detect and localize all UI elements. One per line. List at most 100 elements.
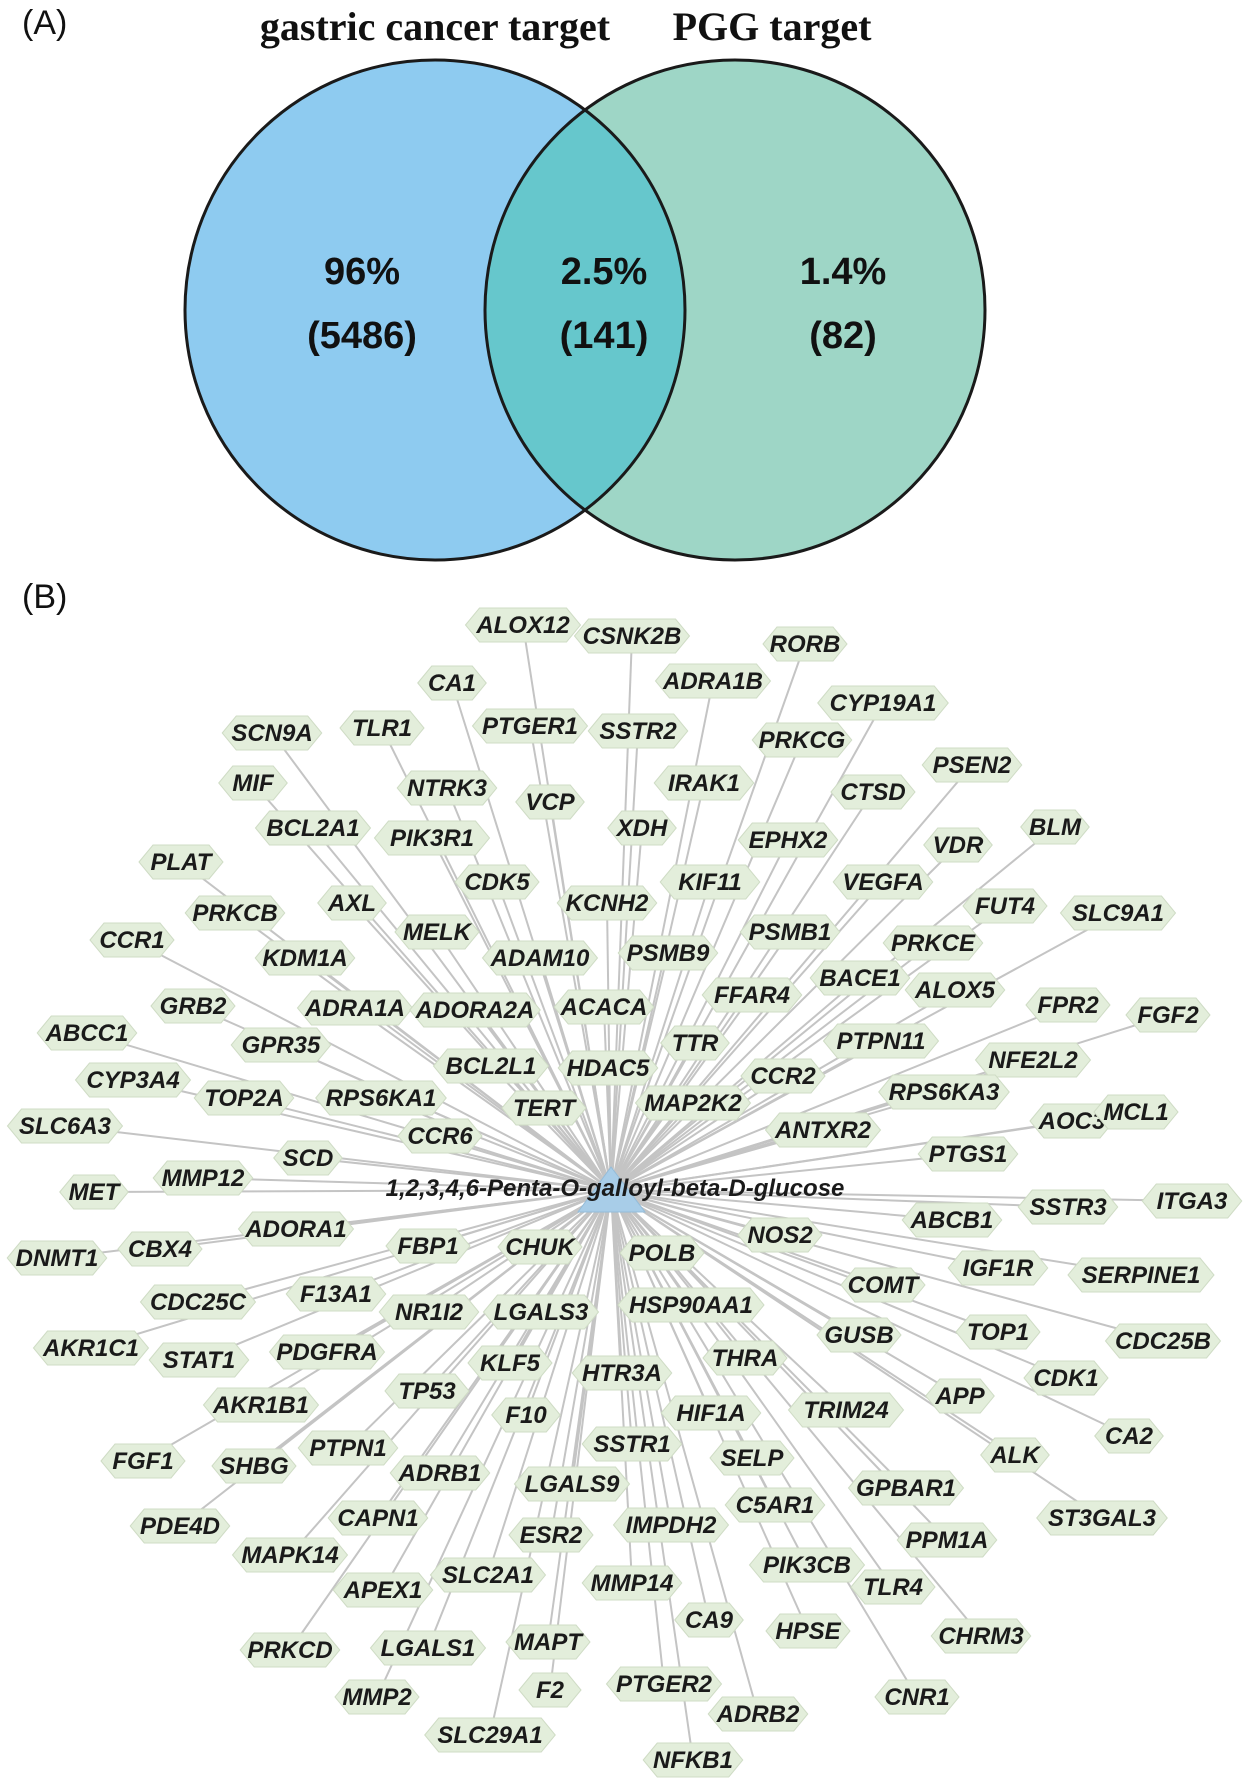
node-label-psen2: PSEN2 xyxy=(933,752,1012,779)
node-label-shbg: SHBG xyxy=(219,1453,288,1480)
node-polb xyxy=(619,1235,705,1271)
node-label-pik3cb: PIK3CB xyxy=(763,1552,851,1579)
node-label-alox5: ALOX5 xyxy=(914,977,996,1004)
node-label-cyp19a1: CYP19A1 xyxy=(830,690,937,717)
edge-akr1c1 xyxy=(90,1189,612,1349)
node-cnr1 xyxy=(874,1679,960,1715)
node-label-cdk5: CDK5 xyxy=(464,869,530,896)
node-label-kif11: KIF11 xyxy=(678,869,742,896)
node-label-nos2: NOS2 xyxy=(747,1222,813,1249)
node-grb2 xyxy=(150,988,236,1024)
node-label-kdm1a: KDM1A xyxy=(262,945,347,972)
node-label-ca1: CA1 xyxy=(428,670,476,697)
node-cbx4 xyxy=(117,1231,203,1267)
node-label-dnmt1: DNMT1 xyxy=(16,1245,99,1272)
node-label-hif1a: HIF1A xyxy=(676,1400,745,1427)
node-hif1a xyxy=(660,1395,762,1431)
edge-bcl2l1 xyxy=(490,1065,612,1191)
node-bcl2a1 xyxy=(254,810,372,846)
node-label-psmb9: PSMB9 xyxy=(627,940,710,967)
node-label-melk: MELK xyxy=(403,919,473,946)
node-label-met: MET xyxy=(69,1179,122,1206)
left-set-title: gastric cancer target xyxy=(260,4,611,49)
node-label-adrb2: ADRB2 xyxy=(716,1701,800,1728)
node-igf1r xyxy=(947,1250,1049,1286)
node-adrb2 xyxy=(707,1696,809,1732)
edge-ptpn11 xyxy=(610,1040,882,1191)
node-label-prkcg: PRKCG xyxy=(759,727,846,754)
node-label-abcc1: ABCC1 xyxy=(45,1020,129,1047)
node-label-nfe2l2: NFE2L2 xyxy=(988,1047,1078,1074)
node-label-cyp3a4: CYP3A4 xyxy=(86,1067,179,1094)
node-label-ptpn1: PTPN1 xyxy=(309,1435,386,1462)
node-serpine1 xyxy=(1067,1257,1215,1293)
node-slc29a1 xyxy=(424,1717,556,1753)
node-ccr6 xyxy=(397,1118,483,1154)
node-klf5 xyxy=(467,1345,553,1381)
node-psmb1 xyxy=(739,914,841,950)
node-prkcd xyxy=(239,1632,341,1668)
edge-ephx2 xyxy=(610,839,789,1191)
edge-cdc25b xyxy=(610,1189,1164,1342)
node-label-lgals1: LGALS1 xyxy=(381,1635,476,1662)
edge-stat1 xyxy=(198,1189,612,1361)
edge-vdr xyxy=(610,844,959,1191)
node-label-cdc25b: CDC25B xyxy=(1115,1328,1211,1355)
node-c5ar1 xyxy=(724,1487,826,1523)
node-vdr xyxy=(923,827,993,863)
node-ptger2 xyxy=(605,1666,723,1702)
node-f13a1 xyxy=(285,1276,387,1312)
node-bace1 xyxy=(809,960,911,996)
node-cdk1 xyxy=(1023,1360,1109,1396)
node-mapt xyxy=(505,1624,591,1660)
node-sstr1 xyxy=(581,1426,683,1462)
node-fut4 xyxy=(962,888,1048,924)
node-impdh2 xyxy=(612,1507,730,1543)
node-xdh xyxy=(607,810,677,846)
edge-kif11 xyxy=(610,881,711,1191)
edge-serpine1 xyxy=(610,1189,1142,1276)
node-label-bcl2l1: BCL2L1 xyxy=(446,1053,537,1080)
node-label-gpbar1: GPBAR1 xyxy=(856,1475,956,1502)
node-fgf1 xyxy=(100,1443,186,1479)
node-label-rps6ka1: RPS6KA1 xyxy=(326,1085,437,1112)
edge-blm xyxy=(610,826,1056,1191)
node-label-ptger1: PTGER1 xyxy=(482,713,578,740)
node-label-mmp2: MMP2 xyxy=(342,1684,412,1711)
node-label-adra1b: ADRA1B xyxy=(662,668,763,695)
node-label-ffar4: FFAR4 xyxy=(714,982,790,1009)
node-nfkb1 xyxy=(642,1742,744,1778)
node-alox12 xyxy=(464,607,582,643)
node-adora2a xyxy=(409,992,541,1028)
node-stat1 xyxy=(148,1342,250,1378)
node-label-slc2a1: SLC2A1 xyxy=(442,1562,534,1589)
node-label-fpr2: FPR2 xyxy=(1037,992,1099,1019)
node-tert xyxy=(501,1090,587,1126)
node-label-fbp1: FBP1 xyxy=(397,1233,458,1260)
node-label-abcb1: ABCB1 xyxy=(910,1207,994,1234)
node-kcnh2 xyxy=(556,885,658,921)
node-prkcg xyxy=(751,722,853,758)
node-ca9 xyxy=(674,1602,744,1638)
node-fpr2 xyxy=(1025,987,1111,1023)
edge-sstr1 xyxy=(610,1189,633,1445)
edge-scd xyxy=(307,1157,612,1191)
node-label-lgals9: LGALS9 xyxy=(525,1471,620,1498)
node-label-tert: TERT xyxy=(513,1095,578,1122)
node-label-f10: F10 xyxy=(505,1402,547,1429)
node-label-tp53: TP53 xyxy=(398,1378,456,1405)
node-label-tlr4: TLR4 xyxy=(863,1574,923,1601)
node-pde4d xyxy=(129,1508,231,1544)
node-label-nfkb1: NFKB1 xyxy=(653,1747,733,1774)
node-st3gal3 xyxy=(1036,1500,1168,1536)
node-mmp2 xyxy=(334,1679,420,1715)
node-adam10 xyxy=(481,940,599,976)
node-fgf2 xyxy=(1125,997,1211,1033)
node-label-trim24: TRIM24 xyxy=(803,1397,888,1424)
node-ptpn1 xyxy=(297,1430,399,1466)
node-ptger1 xyxy=(471,708,589,744)
node-esr2 xyxy=(508,1517,594,1553)
node-ca1 xyxy=(417,665,487,701)
edge-mapt xyxy=(547,1189,612,1643)
node-label-serpine1: SERPINE1 xyxy=(1082,1262,1201,1289)
